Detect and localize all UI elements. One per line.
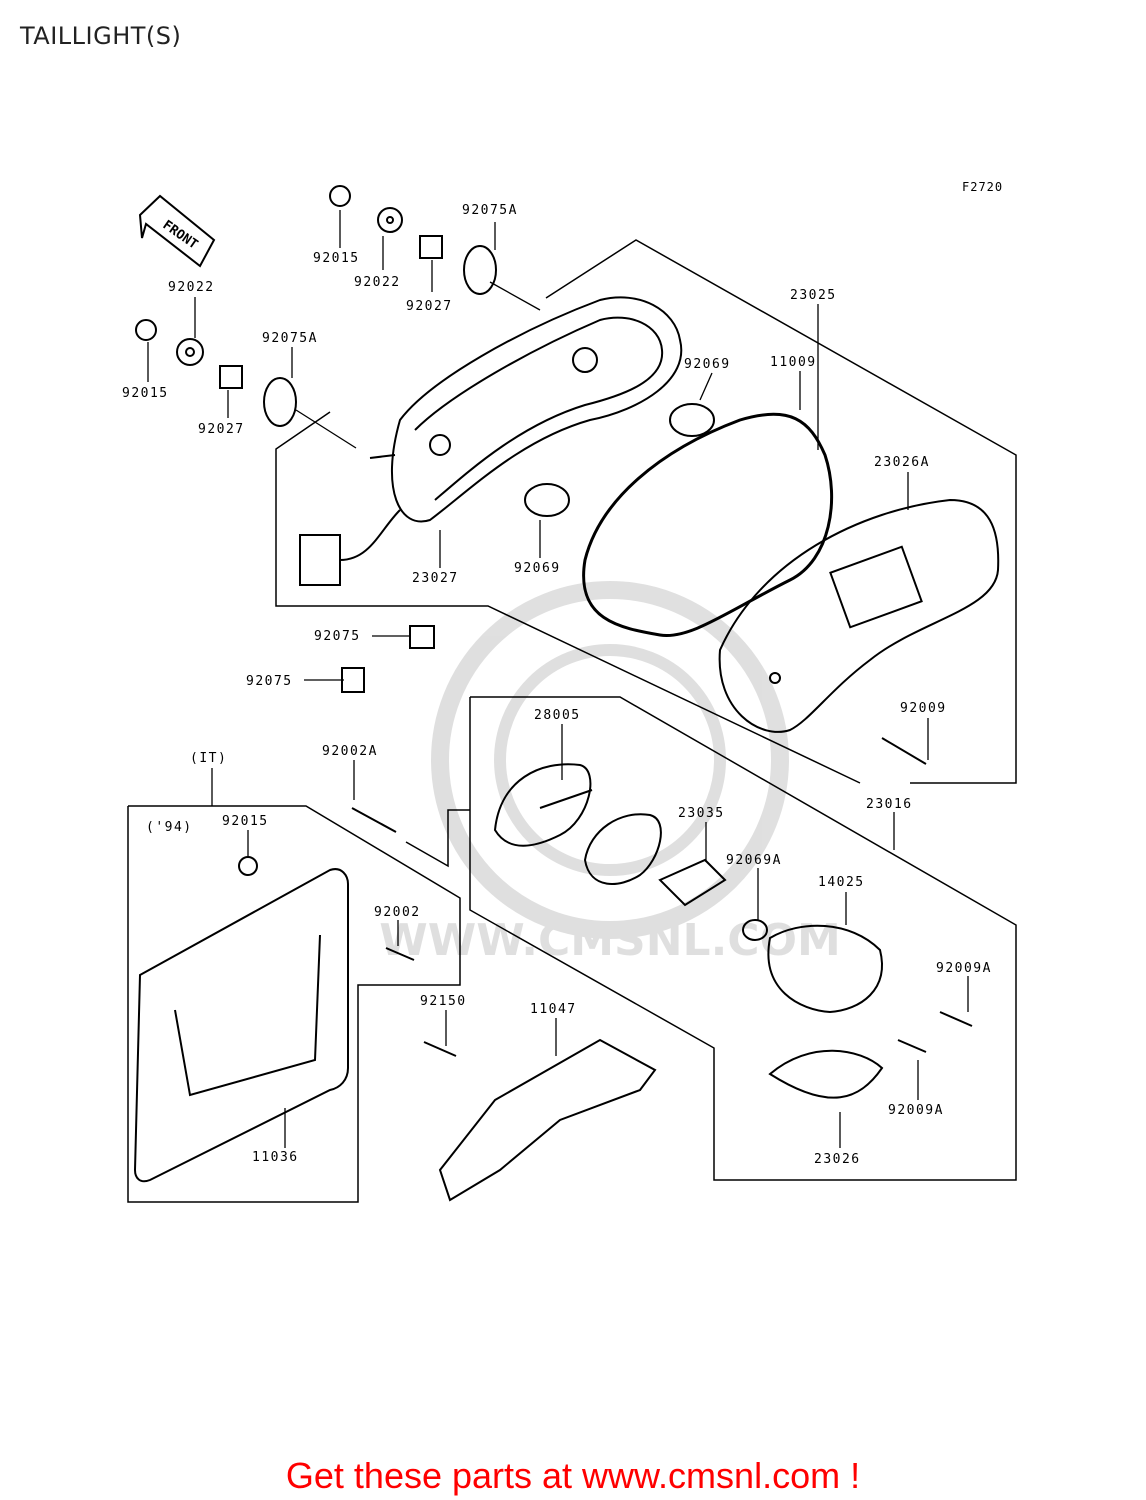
part-number[interactable]: 23026A — [874, 455, 930, 470]
shop-link[interactable]: Get these parts at www.cmsnl.com ! — [285, 1455, 861, 1496]
license-plate-holder — [133, 868, 349, 1183]
taillight-housing — [299, 296, 683, 586]
part-number[interactable]: 92002A — [322, 744, 378, 759]
leader-lines — [147, 210, 969, 1148]
part-number[interactable]: 23016 — [866, 797, 913, 812]
part-number[interactable]: 23025 — [790, 288, 837, 303]
bulb-icon — [524, 403, 768, 941]
part-number[interactable]: 92027 — [198, 422, 245, 437]
part-number[interactable]: 92022 — [354, 275, 401, 290]
frame-it-variant — [127, 805, 461, 1203]
footer-cta: Get these parts at www.cmsnl.com ! — [0, 1455, 1146, 1497]
part-number[interactable]: 14025 — [818, 875, 865, 890]
part-number[interactable]: 92009A — [888, 1103, 944, 1118]
license-bracket — [438, 1038, 657, 1202]
page-title: TAILLIGHT(S) — [20, 22, 182, 50]
part-number[interactable]: 92009 — [900, 701, 947, 716]
frame-connector — [405, 809, 470, 868]
frame-23025 — [545, 239, 1017, 784]
hardware-icons — [135, 185, 973, 1057]
part-number[interactable]: 92027 — [406, 299, 453, 314]
part-number[interactable]: 92075 — [246, 674, 293, 689]
frame-23016 — [469, 696, 1017, 1181]
figure-code: F2720 — [962, 180, 1004, 194]
part-number[interactable]: 92069A — [726, 853, 782, 868]
lens-gasket — [582, 412, 834, 638]
watermark-logo: WWW.CMSNL.COM — [379, 581, 841, 966]
part-number[interactable]: 11047 — [530, 1002, 577, 1017]
outer-lens — [718, 498, 1000, 733]
part-number[interactable]: 92015 — [122, 386, 169, 401]
part-number[interactable]: 92069 — [514, 561, 561, 576]
part-number[interactable]: 28005 — [534, 708, 581, 723]
part-number[interactable]: 92009A — [936, 961, 992, 976]
part-number[interactable]: 92015 — [222, 814, 269, 829]
part-number[interactable]: 92075A — [462, 203, 518, 218]
part-number[interactable]: 23027 — [412, 571, 459, 586]
part-number[interactable]: 92002 — [374, 905, 421, 920]
variant-label: (IT) — [190, 751, 227, 766]
bulb-socket — [493, 763, 884, 1099]
part-number[interactable]: 11009 — [770, 355, 817, 370]
part-number[interactable]: 92069 — [684, 357, 731, 372]
watermark-text: WWW.CMSNL.COM — [379, 915, 841, 966]
part-number[interactable]: 23035 — [678, 806, 725, 821]
part-number[interactable]: 92075A — [262, 331, 318, 346]
year-label: ('94) — [146, 820, 193, 835]
part-number[interactable]: 92075 — [314, 629, 361, 644]
group-frames — [127, 239, 1017, 1203]
part-number[interactable]: 11036 — [252, 1150, 299, 1165]
part-number[interactable]: 92022 — [168, 280, 215, 295]
frame-23027 — [275, 411, 861, 784]
part-number[interactable]: 23026 — [814, 1152, 861, 1167]
part-number[interactable]: 92015 — [313, 251, 360, 266]
part-number[interactable]: 92150 — [420, 994, 467, 1009]
front-arrow-icon: FRONT — [138, 194, 216, 268]
